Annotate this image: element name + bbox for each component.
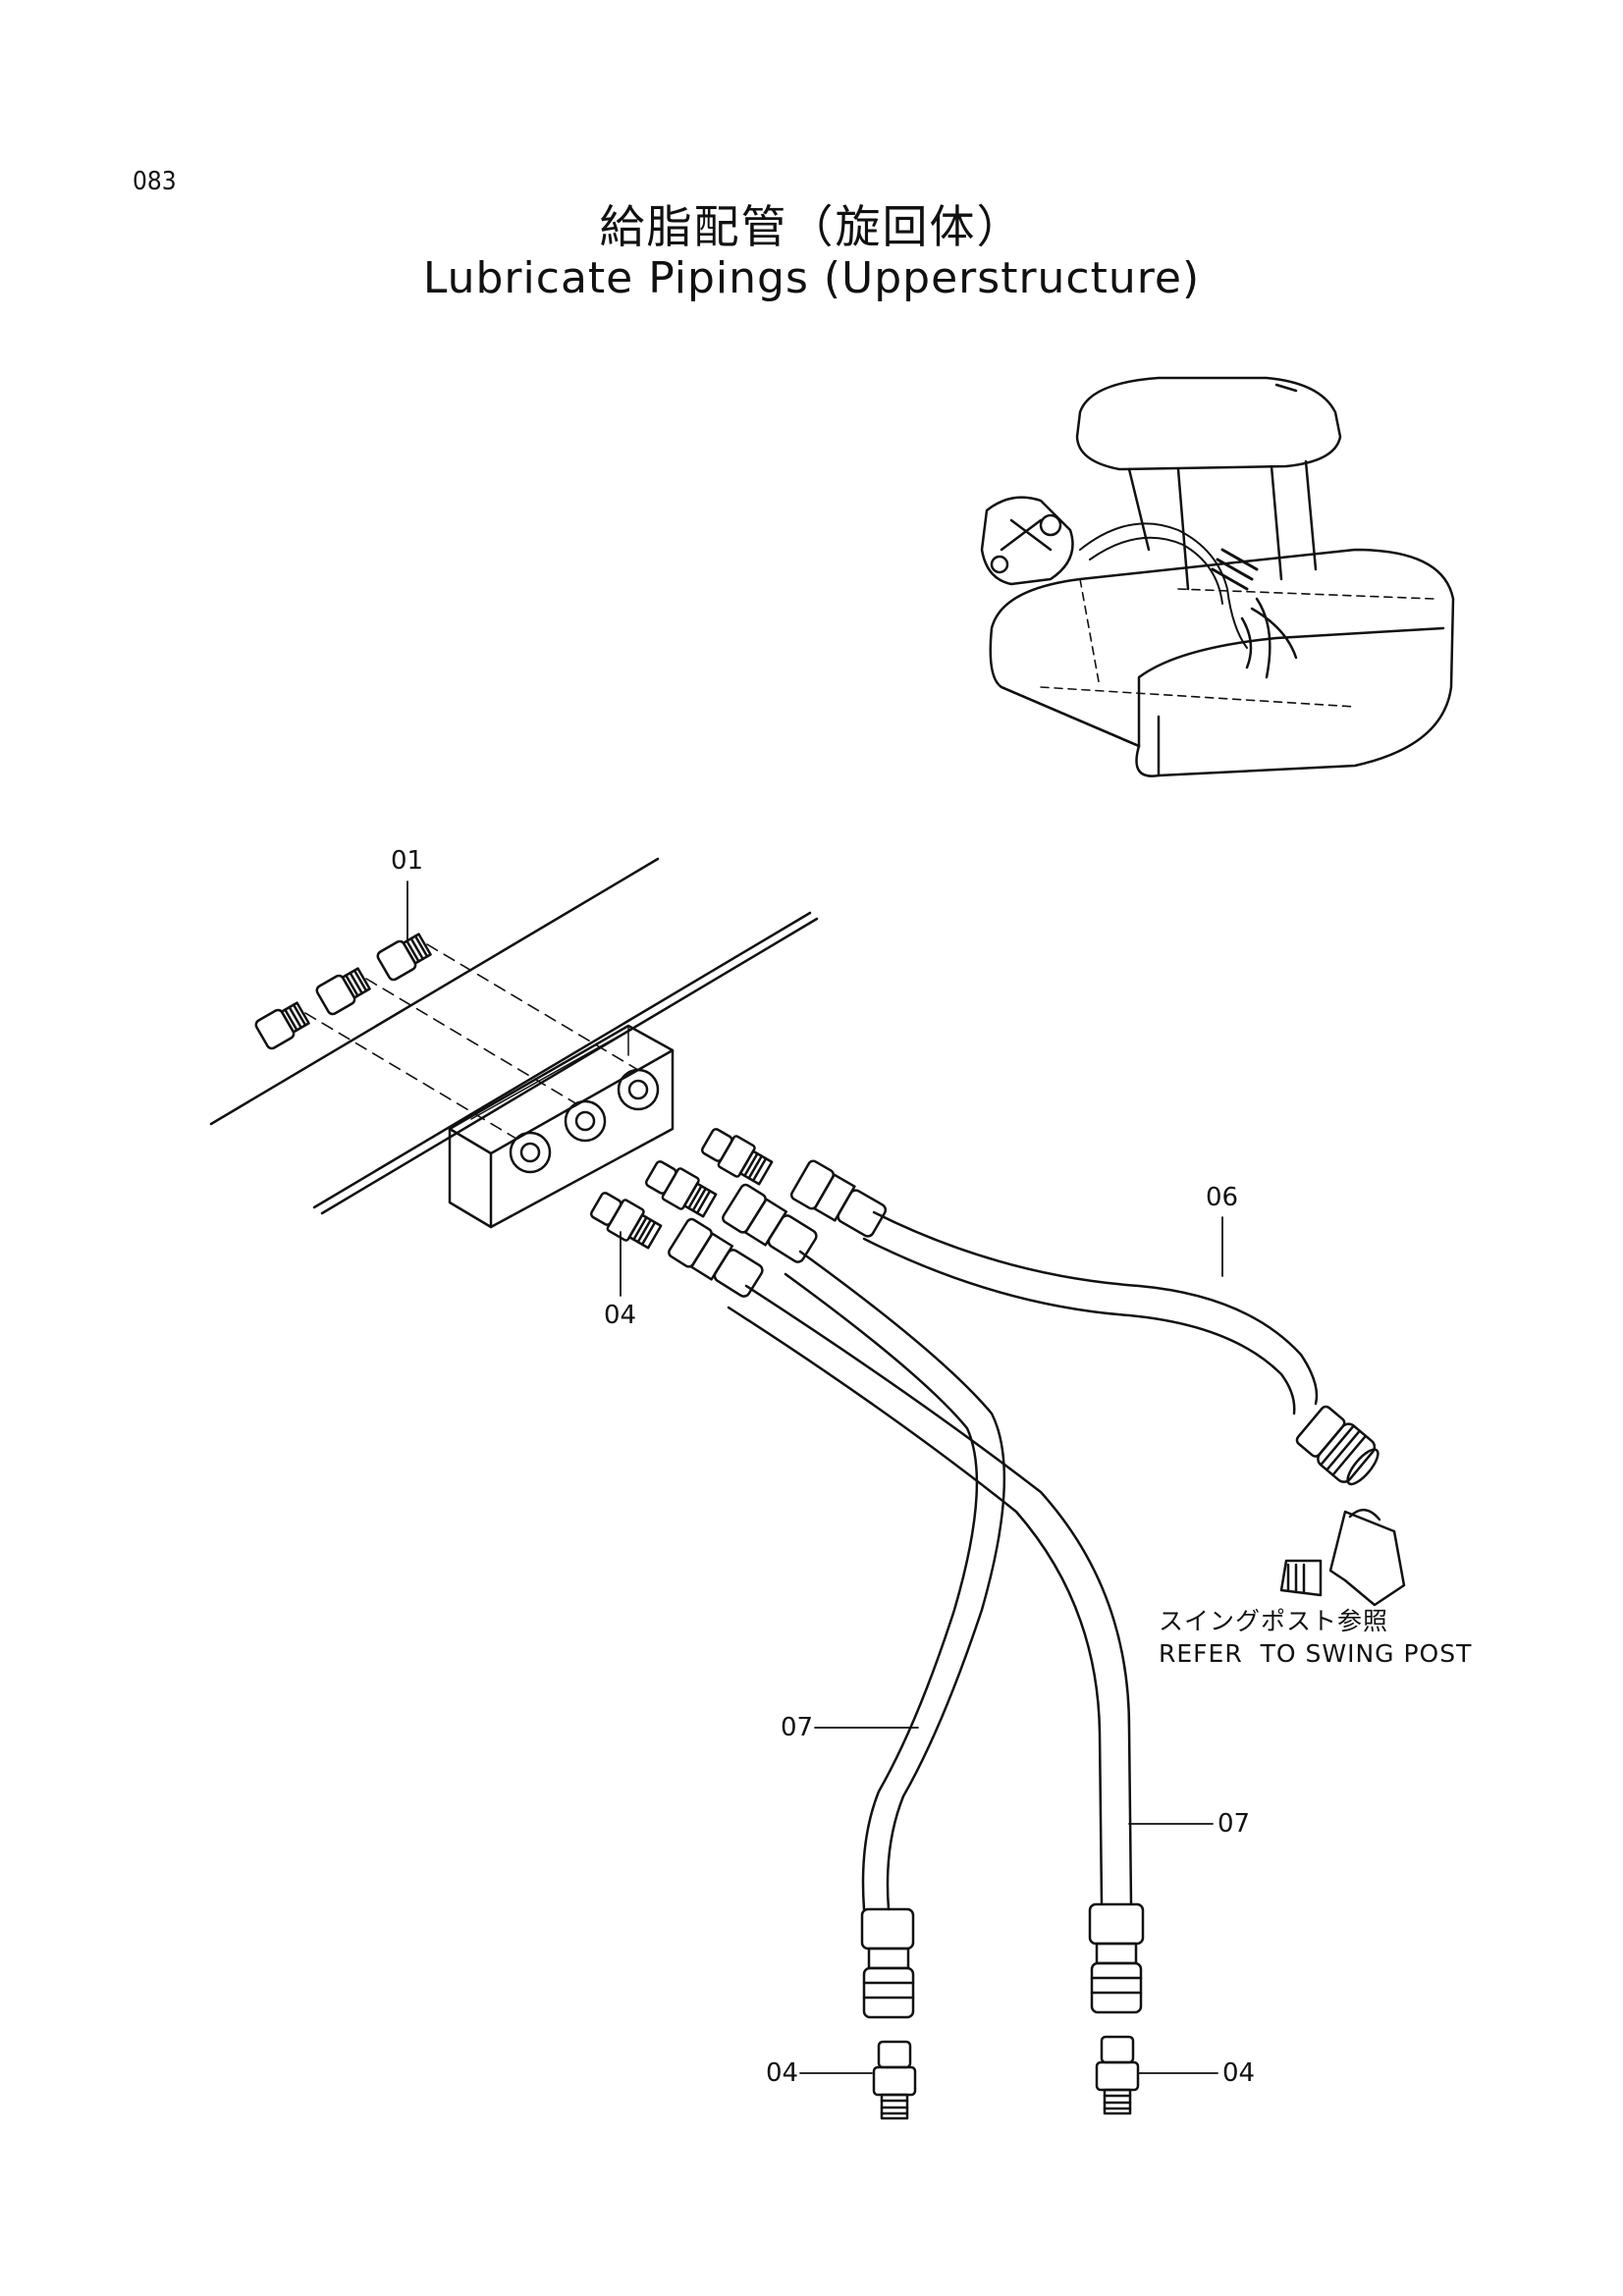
callout-01: 01 [391, 846, 424, 876]
callout-04-bottom-right: 04 [1222, 2058, 1256, 2088]
callout-06: 06 [1206, 1183, 1239, 1212]
note-english: REFER TO SWING POST [1159, 1639, 1473, 1668]
callout-04-bottom-left: 04 [766, 2058, 799, 2088]
callout-07-right: 07 [1217, 1809, 1251, 1839]
page-title-english: Lubricate Pipings (Upperstructure) [422, 253, 1201, 303]
hose-07-left [722, 1183, 1006, 2019]
hose-07-right [668, 1217, 1145, 2014]
manifold-block [448, 1024, 675, 1229]
note-japanese: スイングポスト参照 [1159, 1607, 1389, 1635]
adapter-fittings [589, 1128, 774, 1250]
machine-overview-illustration [980, 376, 1455, 777]
page-title-japanese: 給脂配管（旋回体） [599, 200, 1024, 253]
page-number: 083 [133, 167, 177, 196]
plug-fittings [254, 933, 639, 1140]
callout-07-left: 07 [781, 1713, 814, 1742]
hose-06 [789, 1159, 1406, 1607]
callout-leader-lines [406, 881, 1223, 2074]
frame-rails [209, 857, 819, 1215]
callout-04-top: 04 [604, 1301, 637, 1330]
bottom-adapters [872, 2035, 1140, 2120]
